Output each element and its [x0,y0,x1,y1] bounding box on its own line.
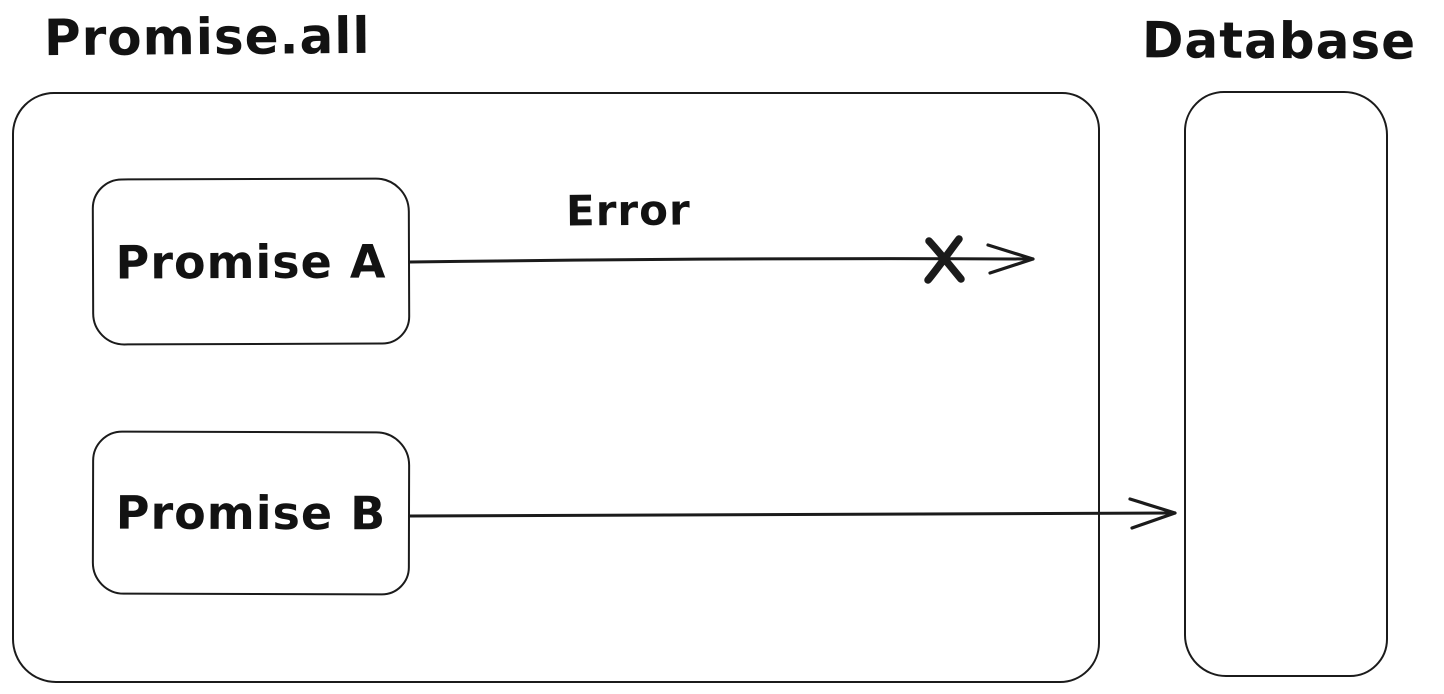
database-box [1184,91,1388,677]
promise-all-title: Promise.all [43,6,371,68]
promise-a-label: Promise A [115,234,387,289]
promise-b-label: Promise B [115,485,387,541]
promise-b-arrowhead-icon [1128,497,1177,530]
error-arrow-label: Error [565,185,691,236]
promise-a-node: Promise A [91,177,411,346]
promise-all-container-box [12,92,1100,683]
promise-b-node: Promise B [91,430,411,596]
database-title: Database [1141,11,1417,71]
